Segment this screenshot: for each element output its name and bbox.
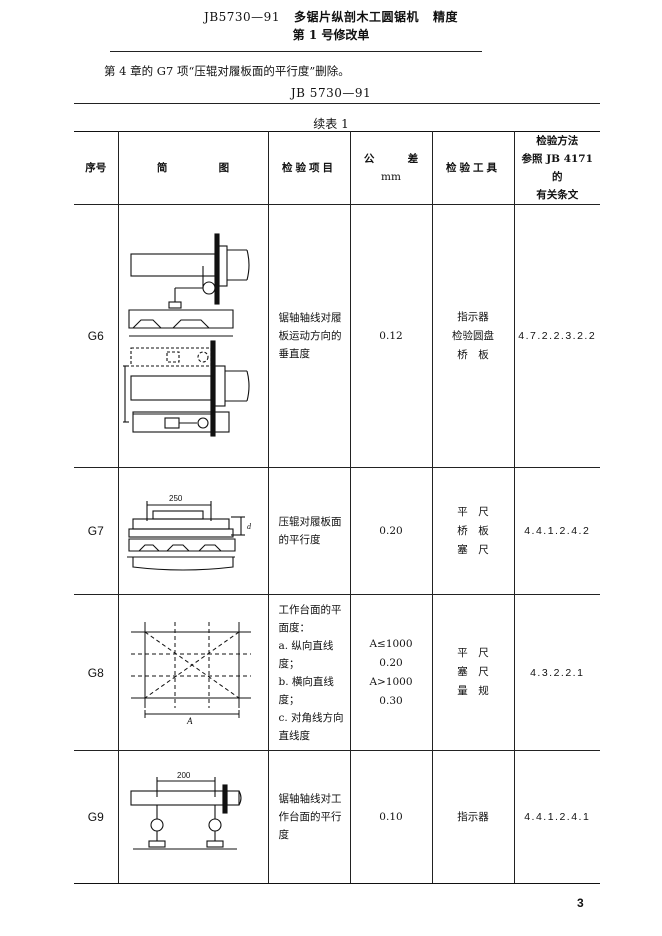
item-line: 工作台面的平面度： [278, 603, 342, 634]
document-header: JB5730—91 多锯片纵剖木工圆锯机精度 [0, 8, 662, 25]
tolerance-value: 0.30 [379, 694, 403, 707]
col-item: 检验项目 [267, 131, 351, 205]
dim-label: d [247, 522, 252, 531]
row-tolerance: 0.12 [349, 204, 433, 468]
row-id: G9 [74, 750, 119, 884]
col-method-line1: 检验方法 [536, 135, 579, 147]
table-header-row: 序号 简 图 检验项目 公 差 mm 检验工具 检验方法 参照 JB 4171 … [74, 131, 600, 205]
table-row: G8 A 工作台面的平面度： [74, 594, 600, 751]
amendment-title: 第 1 号修改单 [292, 28, 370, 42]
item-line: c. 对角线方向直线度 [278, 711, 344, 742]
tool-label: 指示器 [457, 310, 489, 323]
col-method-line3: 有关条文 [536, 189, 579, 201]
row-id: G6 [74, 204, 119, 468]
row-tools: 指示器 检验圆盘 桥 板 [431, 204, 515, 468]
col-sketch: 简 图 [117, 131, 269, 205]
row-reference: 4.4.1.2.4.2 [513, 467, 600, 595]
tool-label: 塞 尺 [457, 543, 489, 556]
dim-label: 250 [169, 494, 183, 503]
col-tool: 检验工具 [431, 131, 515, 205]
col-method-line2: 参照 JB 4171 的 [521, 153, 593, 183]
col-tolerance-b: 差 [407, 153, 419, 165]
sketch-g8: A [117, 594, 269, 751]
tool-label: 平 尺 [457, 505, 489, 518]
sketch-g9: 200 [117, 750, 269, 884]
section-divider [74, 103, 600, 104]
diagram-g6: 300 [123, 233, 250, 437]
row-reference: 4.7.2.2.3.2.2 [513, 204, 600, 468]
col-sketch-a: 简 [156, 162, 168, 174]
col-method: 检验方法 参照 JB 4171 的 有关条文 [513, 131, 600, 205]
row-item: 锯轴轴线对履板运动方向的垂直度 [267, 204, 351, 468]
row-id: G7 [74, 467, 119, 595]
row-id: G8 [74, 594, 119, 751]
table-row: G7 250 d 压辊对履板面的平行度 0.20 平 尺 桥 板 [74, 467, 600, 595]
tolerance-value: A>1000 [369, 675, 413, 688]
item-line: a. 纵向直线度； [278, 639, 334, 670]
row-item: 压辊对履板面的平行度 [267, 467, 351, 595]
col-tolerance-a: 公 [363, 153, 375, 165]
header-precision: 精度 [432, 10, 458, 24]
col-sketch-b: 图 [218, 162, 230, 174]
tool-label: 检验圆盘 [452, 329, 494, 342]
row-tolerance: 0.10 [349, 750, 433, 884]
tool-label: 指示器 [457, 810, 489, 823]
row-tolerance: 0.20 [349, 467, 433, 595]
tool-label: 桥 板 [457, 348, 489, 361]
row-tools: 平 尺 塞 尺 量 规 [431, 594, 515, 751]
tolerance-value: 0.20 [379, 656, 403, 669]
sketch-g6: 300 [117, 204, 269, 468]
dim-label: 200 [177, 771, 191, 780]
tool-label: 平 尺 [457, 647, 489, 659]
row-tools: 平 尺 桥 板 塞 尺 [431, 467, 515, 595]
amendment-notice: 第 4 章的 G7 项“压辊对履板面的平行度”删除。 [104, 64, 350, 78]
standard-label: JB 5730—91 [290, 86, 372, 100]
page-number: 3 [577, 896, 584, 910]
inspection-table: 序号 简 图 检验项目 公 差 mm 检验工具 检验方法 参照 JB 4171 … [74, 131, 600, 884]
col-tolerance: 公 差 mm [349, 131, 433, 205]
tool-label: 量 规 [457, 685, 489, 697]
header-standard-number: JB5730—91 [204, 10, 280, 24]
diagram-g7: 250 d [127, 494, 252, 571]
header-divider [110, 51, 482, 52]
sketch-g7: 250 d [117, 467, 269, 595]
row-tolerance: A≤1000 0.20 A>1000 0.30 [349, 594, 433, 751]
header-title: 多锯片纵剖木工圆锯机 [293, 10, 419, 24]
tolerance-value: A≤1000 [369, 637, 413, 650]
col-tolerance-unit: mm [381, 171, 401, 183]
row-tools: 指示器 [431, 750, 515, 884]
row-item: 锯轴轴线对工作台面的平行度 [267, 750, 351, 884]
tool-label: 塞 尺 [457, 666, 489, 678]
row-item: 工作台面的平面度： a. 纵向直线度； b. 横向直线度； c. 对角线方向直线… [267, 594, 351, 751]
table-row: G6 [74, 204, 600, 468]
table-row: G9 200 锯轴轴线对工作台面的平行度 0.10 [74, 750, 600, 884]
diagram-g9: 200 [130, 771, 242, 850]
table-caption: 续表 1 [313, 117, 349, 131]
tool-label: 桥 板 [457, 524, 489, 537]
row-reference: 4.4.1.2.4.1 [513, 750, 600, 884]
col-seq: 序号 [74, 131, 119, 205]
row-reference: 4.3.2.2.1 [513, 594, 600, 751]
diagram-g8: A [131, 621, 251, 726]
dim-label: A [186, 716, 193, 726]
item-line: b. 横向直线度； [278, 675, 334, 706]
